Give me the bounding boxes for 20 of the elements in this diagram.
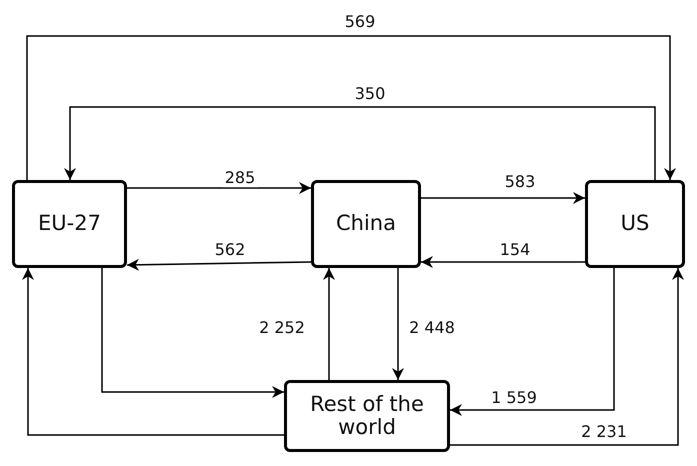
arrow [421,192,585,204]
process-box [284,380,450,452]
arrow [126,258,312,271]
process-box [12,180,127,268]
arrow [450,268,684,446]
arrow [101,268,284,398]
arrow [421,256,585,268]
arrow [392,268,404,380]
node-label: EU-27 [38,212,101,236]
node-label: US [620,212,650,236]
process-box [311,180,421,268]
arrow [323,268,335,380]
arrow [64,106,656,180]
node-label: China [336,212,396,236]
arrow [127,182,311,194]
process-box [585,180,685,268]
node-label: Rest of the world [309,392,425,440]
arrow [22,268,284,436]
arrow [26,35,676,180]
arrow [450,268,615,416]
